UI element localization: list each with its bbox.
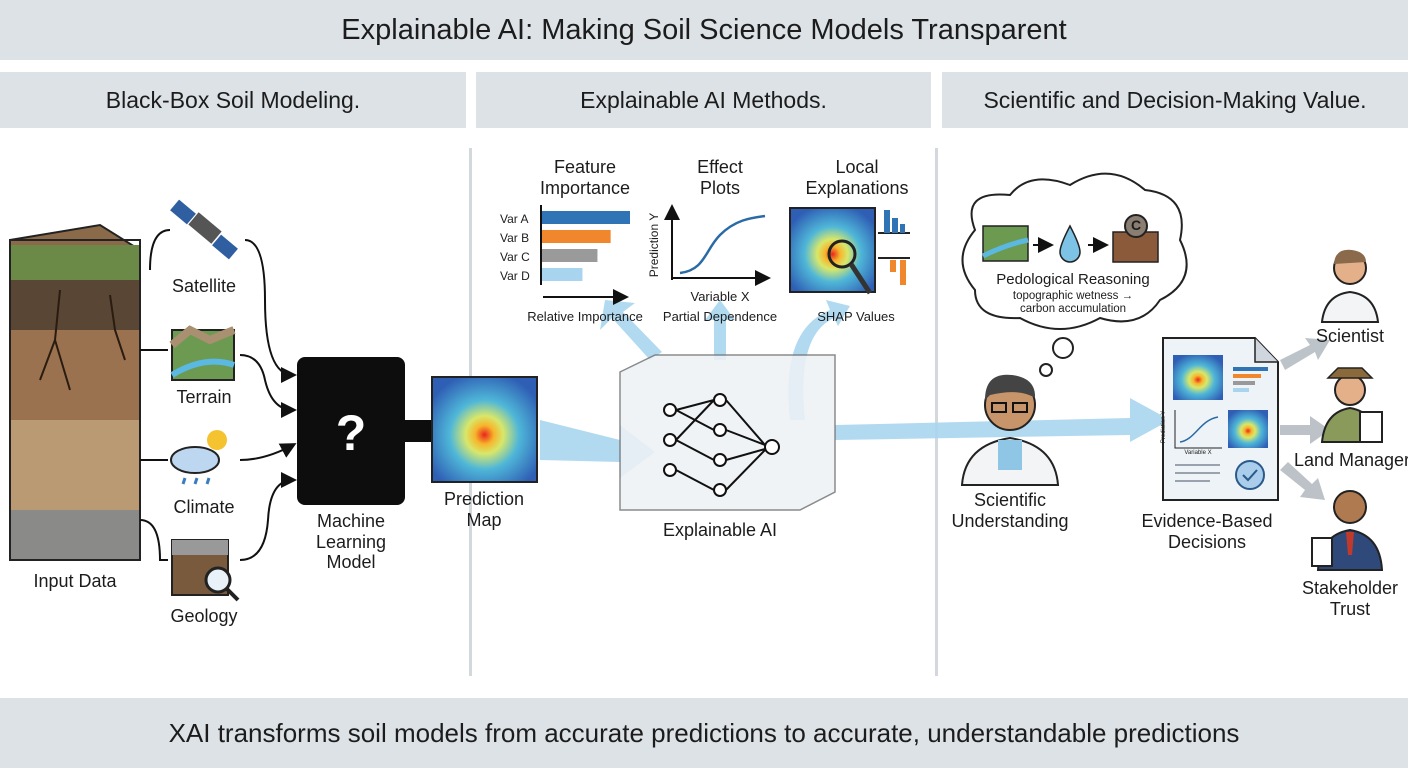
input-label-terrain: Terrain [176, 387, 232, 407]
importance-bar [542, 211, 630, 224]
terrain-icon [169, 325, 236, 381]
title-line: Importance [539, 177, 631, 198]
input-data-label: Input Data [33, 571, 117, 591]
relative-importance-label: Relative Importance [527, 309, 643, 324]
ml-black-box [297, 357, 435, 505]
var-label: Var A [500, 212, 529, 226]
label-line: Decisions [1167, 531, 1247, 552]
effect-plot [664, 204, 771, 286]
cloud-symbol: C [1130, 217, 1142, 233]
pedological-reasoning-title: Pedological Reasoning [996, 271, 1150, 288]
satellite-icon [170, 199, 238, 260]
footer-banner: XAI transforms soil models from accurate… [0, 698, 1408, 768]
title-line: Plots [699, 177, 741, 198]
local-explanations [789, 207, 910, 295]
label-line: Prediction [443, 489, 525, 509]
divider [935, 148, 938, 676]
feature-importance-chart [540, 205, 630, 305]
model-question-mark: ? [335, 405, 367, 461]
importance-bar [542, 249, 598, 262]
partial-dependence-label: Partial Dependence [662, 309, 778, 324]
section-header-blackbox: Black-Box Soil Modeling. [0, 72, 466, 128]
audience-land-manager: Land Manager [1293, 450, 1408, 470]
input-label-climate: Climate [173, 497, 235, 517]
importance-bar [542, 230, 611, 243]
section-title: Explainable AI Methods. [580, 86, 827, 113]
var-label: Var B [500, 231, 530, 245]
var-labels: Var A Var B Var C Var D [500, 210, 530, 286]
importance-bar [542, 268, 583, 281]
explainable-ai-label: Explainable AI [662, 520, 778, 540]
xai-box [619, 354, 836, 511]
audience-scientist: Scientist [1315, 326, 1385, 346]
input-label-geology: Geology [170, 606, 238, 626]
sub-line: topographic wetness → [1012, 290, 1134, 302]
geology-icon [171, 539, 240, 602]
model-label-line: Model [326, 552, 376, 573]
pedological-reasoning-sub: topographic wetness →carbon accumulation [1013, 290, 1133, 316]
title-banner: Explainable AI: Making Soil Science Mode… [0, 0, 1408, 60]
title-line: Feature [553, 157, 617, 177]
doc-xlabel: Variable X [1184, 450, 1212, 456]
stakeholder-avatar [1311, 490, 1384, 571]
label-line: Understanding [951, 510, 1069, 531]
title-line: Effect [697, 157, 743, 177]
variable-x-label: Variable X [690, 289, 750, 304]
label-line: Evidence-Based [1141, 511, 1273, 531]
var-label: Var C [500, 250, 530, 264]
section-title: Scientific and Decision-Making Value. [983, 86, 1367, 113]
footer-text: XAI transforms soil models from accurate… [168, 717, 1240, 748]
thought-cloud [961, 172, 1188, 377]
var-label: Var D [500, 269, 530, 283]
section-header-value: Scientific and Decision-Making Value. [942, 72, 1408, 128]
input-connectors [139, 229, 297, 561]
model-label-line: Learning [315, 531, 387, 552]
land-manager-avatar [1320, 367, 1383, 443]
scientist-figure [960, 374, 1060, 486]
climate-icon [170, 430, 227, 485]
shap-values-label: SHAP Values [817, 309, 895, 324]
model-label-line: Machine [316, 511, 386, 531]
sub-line: carbon accumulation [1019, 303, 1127, 316]
section-title: Black-Box Soil Modeling. [105, 86, 361, 113]
label-line: Map [466, 509, 502, 530]
prediction-y-label: Prediction Y [647, 212, 662, 278]
audience-stakeholder-trust: Stakeholder Trust [1301, 578, 1399, 619]
label-line: Scientific [973, 490, 1047, 510]
title-line: Local [835, 157, 879, 177]
doc-ylabel: Prediction Y [1161, 410, 1168, 444]
title-line: Explanations [805, 177, 909, 198]
soil-column-icon [9, 223, 141, 561]
page-title: Explainable AI: Making Soil Science Mode… [341, 13, 1067, 46]
prediction-map [431, 376, 538, 483]
evidence-document [1162, 337, 1279, 501]
scientist-avatar [1320, 249, 1380, 323]
section-header-xai: Explainable AI Methods. [476, 72, 931, 128]
input-label-satellite: Satellite [171, 276, 237, 296]
